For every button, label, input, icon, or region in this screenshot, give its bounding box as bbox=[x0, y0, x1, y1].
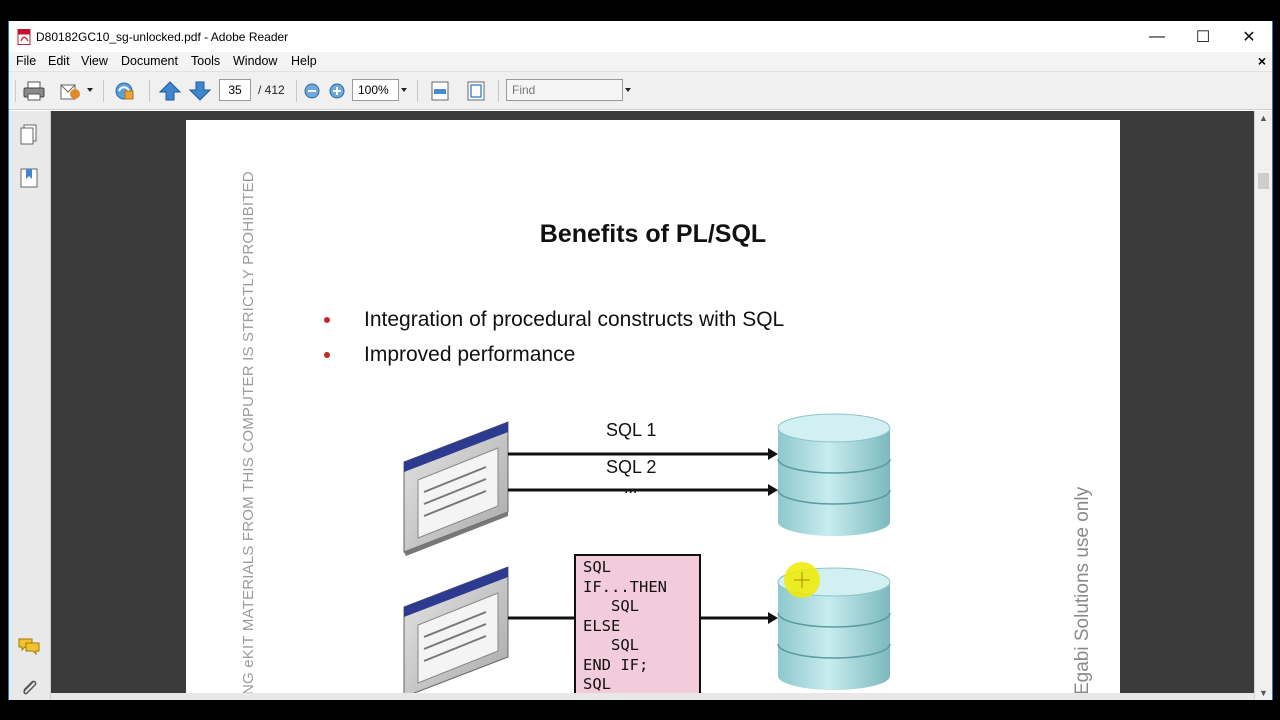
code-line: SQL bbox=[583, 675, 611, 693]
toolbar-separator bbox=[15, 80, 16, 102]
menu-document[interactable]: Document bbox=[121, 54, 178, 68]
sql-2-arrow bbox=[508, 484, 778, 496]
zoom-level-select[interactable]: 100% bbox=[352, 79, 399, 101]
scrollbar-thumb[interactable] bbox=[1258, 173, 1269, 189]
window-title: D80182GC10_sg-unlocked.pdf - Adobe Reade… bbox=[36, 30, 289, 44]
menu-view[interactable]: View bbox=[81, 54, 108, 68]
zoom-dropdown-arrow[interactable] bbox=[401, 88, 407, 92]
create-pdf-icon[interactable] bbox=[113, 81, 135, 101]
client-app-window-icon bbox=[403, 566, 509, 698]
toolbar: 35 / 412 100% Find bbox=[9, 72, 1272, 110]
scroll-up-icon[interactable]: ▲ bbox=[1259, 113, 1268, 123]
menu-window[interactable]: Window bbox=[233, 54, 278, 68]
bookmarks-icon[interactable] bbox=[18, 167, 40, 189]
database-icon bbox=[777, 413, 891, 536]
printer-icon[interactable] bbox=[23, 81, 45, 101]
adobe-reader-window: D80182GC10_sg-unlocked.pdf - Adobe Reade… bbox=[8, 21, 1273, 700]
pdf-page: NG eKIT MATERIALS FROM THIS COMPUTER IS … bbox=[186, 120, 1120, 700]
comments-icon[interactable] bbox=[18, 635, 40, 657]
code-line: SQL bbox=[583, 597, 639, 615]
menu-help[interactable]: Help bbox=[291, 54, 317, 68]
code-line: ELSE bbox=[583, 616, 621, 635]
maximize-button[interactable]: ☐ bbox=[1195, 28, 1211, 46]
toolbar-separator bbox=[149, 80, 150, 102]
performance-diagram bbox=[403, 413, 891, 698]
fit-width-icon[interactable] bbox=[429, 81, 451, 101]
vertical-scrollbar[interactable]: ▲ ▼ bbox=[1254, 111, 1272, 700]
scroll-down-icon[interactable]: ▼ bbox=[1259, 688, 1268, 698]
code-line: SQL bbox=[583, 636, 639, 654]
horizontal-scrollbar[interactable] bbox=[51, 693, 1256, 700]
bullet-dot bbox=[324, 352, 330, 358]
menu-tools[interactable]: Tools bbox=[191, 54, 221, 68]
arrow-up-icon[interactable] bbox=[159, 81, 181, 101]
menu-bar: File Edit View Document Tools Window Hel… bbox=[9, 52, 1272, 72]
crosshair-icon bbox=[794, 572, 810, 588]
sql-2-label: SQL 2 bbox=[606, 457, 657, 477]
code-line: SQL bbox=[583, 558, 611, 576]
page-number-input[interactable]: 35 bbox=[219, 79, 251, 101]
menu-file[interactable]: File bbox=[16, 54, 37, 68]
fit-page-icon[interactable] bbox=[465, 81, 487, 101]
minimize-button[interactable]: — bbox=[1149, 27, 1165, 45]
bullet-text: Integration of procedural constructs wit… bbox=[364, 308, 785, 331]
envelope-icon[interactable] bbox=[59, 81, 81, 101]
pages-icon[interactable] bbox=[18, 123, 40, 145]
email-dropdown-arrow[interactable] bbox=[87, 88, 93, 92]
find-input[interactable]: Find bbox=[506, 79, 623, 101]
ellipsis-label: ... bbox=[624, 480, 638, 497]
navigation-panel bbox=[9, 111, 51, 700]
sql-1-label: SQL 1 bbox=[606, 420, 657, 440]
document-viewport[interactable]: NG eKIT MATERIALS FROM THIS COMPUTER IS … bbox=[51, 111, 1256, 700]
paperclip-icon[interactable] bbox=[18, 677, 40, 699]
cursor-highlight bbox=[784, 562, 820, 598]
zoom-out-icon[interactable] bbox=[301, 81, 323, 101]
toolbar-separator bbox=[296, 80, 297, 102]
toolbar-separator bbox=[417, 80, 418, 102]
find-dropdown-arrow[interactable] bbox=[625, 88, 631, 92]
arrow-down-icon[interactable] bbox=[189, 81, 211, 101]
sql-1-arrow bbox=[508, 448, 778, 460]
title-bar: D80182GC10_sg-unlocked.pdf - Adobe Reade… bbox=[9, 21, 1272, 52]
close-document-button[interactable]: × bbox=[1257, 53, 1266, 69]
menu-edit[interactable]: Edit bbox=[48, 54, 70, 68]
toolbar-separator bbox=[103, 80, 104, 102]
toolbar-separator bbox=[498, 80, 499, 102]
code-line: IF...THEN bbox=[583, 577, 667, 596]
close-button[interactable]: ✕ bbox=[1242, 28, 1256, 46]
code-line: END IF; bbox=[583, 655, 649, 674]
bullet-dot bbox=[324, 317, 330, 323]
pdf-file-icon bbox=[17, 29, 31, 45]
plsql-block: SQL IF...THEN SQL ELSE SQL END IF; SQL bbox=[574, 554, 701, 700]
block-output-arrow bbox=[701, 612, 778, 624]
page-total: / 412 bbox=[258, 83, 285, 97]
slide-title: Benefits of PL/SQL bbox=[539, 220, 767, 248]
bullet-text: Improved performance bbox=[364, 343, 576, 366]
client-app-window-icon bbox=[403, 421, 509, 556]
zoom-in-icon[interactable] bbox=[326, 81, 348, 101]
